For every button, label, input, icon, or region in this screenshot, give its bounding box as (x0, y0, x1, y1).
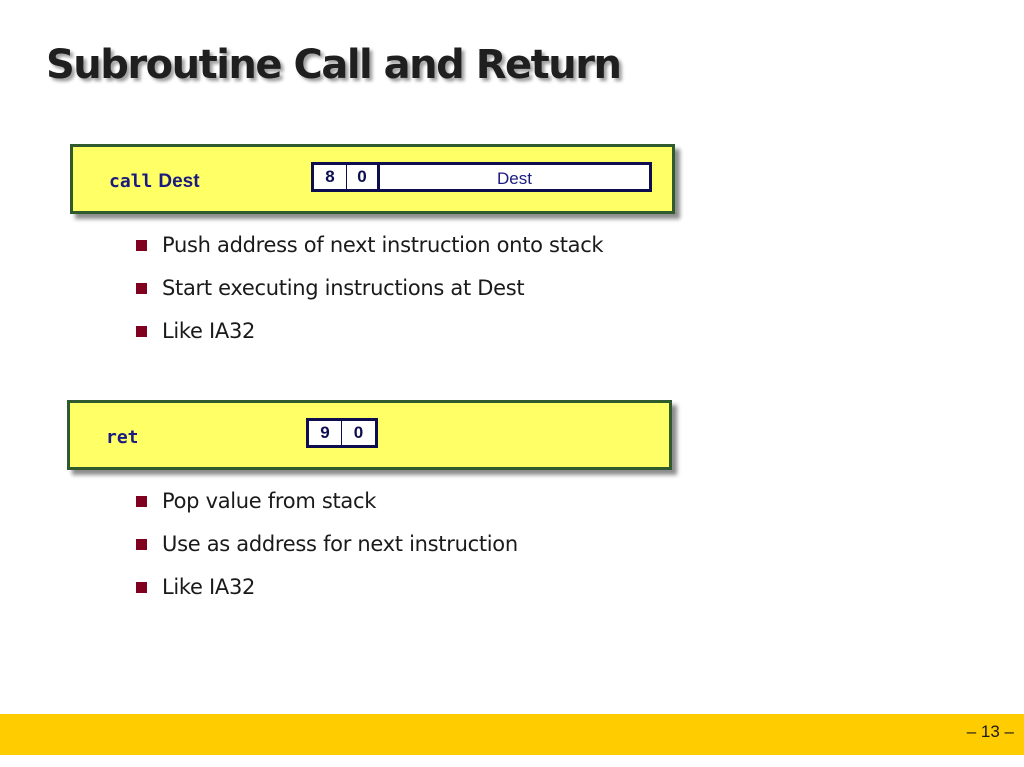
footer-bar: – 13 – (0, 714, 1024, 755)
square-bullet-icon (136, 496, 147, 507)
list-item: Start executing instructions at Dest (136, 273, 603, 316)
call-icode-nibble: 8 (314, 165, 347, 189)
ret-bullet-list: Pop value from stack Use as address for … (136, 486, 518, 615)
square-bullet-icon (136, 582, 147, 593)
ret-mnemonic: ret (106, 427, 139, 448)
square-bullet-icon (136, 539, 147, 550)
list-item: Use as address for next instruction (136, 529, 518, 572)
call-mnemonic-text: call (109, 171, 153, 192)
call-bullet-list: Push address of next instruction onto st… (136, 230, 604, 359)
list-item: Like IA32 (136, 572, 518, 615)
ret-icode-nibble: 9 (309, 421, 342, 445)
ret-ifun-nibble: 0 (353, 423, 364, 442)
ret-encoding: 9 0 (306, 418, 378, 448)
call-ifun-nibble: 0 (347, 165, 380, 189)
ret-instruction-box: ret 9 0 (67, 400, 672, 470)
slide-title: Subroutine Call and Return (46, 42, 622, 88)
list-item: Push address of next instruction onto st… (136, 230, 604, 273)
square-bullet-icon (136, 326, 147, 337)
list-item: Pop value from stack (136, 486, 518, 529)
square-bullet-icon (136, 283, 147, 294)
list-item: Like IA32 (136, 316, 603, 359)
call-encoding: 8 0 Dest (311, 162, 652, 192)
call-dest-field: Dest (497, 169, 532, 188)
square-bullet-icon (136, 240, 147, 251)
call-operand: Dest (158, 171, 200, 192)
page-number: – 13 – (966, 722, 1014, 741)
